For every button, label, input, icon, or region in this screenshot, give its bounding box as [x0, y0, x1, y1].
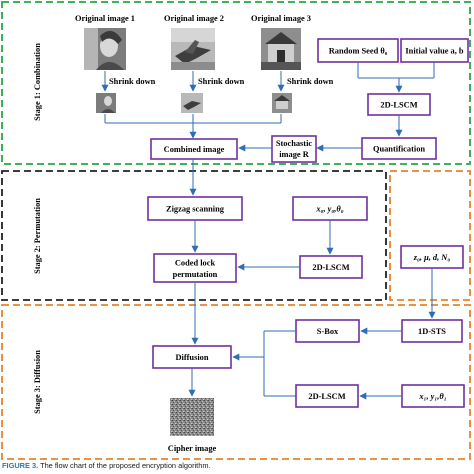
lscm-2d-label-stage1: 2D-LSCM [380, 101, 417, 110]
stochastic-label-line1: Stochastic [276, 139, 313, 148]
params-x1-label: x₁, y₁,θ₁ [418, 392, 446, 401]
sbox-label: S-Box [317, 327, 339, 336]
original-image-3-label: Original image 3 [251, 14, 311, 23]
stochastic-image-box [271, 135, 317, 163]
shrink-down-label-1: Shrink down [109, 77, 156, 86]
combined-image-box [150, 138, 238, 160]
stage-1-label: Stage 1: Combination [33, 43, 42, 121]
cipher-image [170, 398, 214, 436]
lscm-2d-label-stage2: 2D-LSCM [312, 263, 349, 272]
stage-3-container [1, 304, 471, 460]
zigzag-scanning-label: Zigzag scanning [166, 205, 225, 214]
original-image-1 [84, 28, 126, 70]
stage-2-container [1, 170, 387, 301]
stochastic-label-line2: image R [279, 150, 309, 159]
coded-lock-permutation-box [153, 253, 237, 283]
figure-number: FIGURE 3. [2, 461, 39, 470]
shrunk-image-2 [181, 93, 203, 113]
shrunk-image-1 [96, 93, 116, 113]
stage-3-label: Stage 3: Diffusion [33, 350, 42, 414]
diffusion-label: Diffusion [175, 353, 208, 362]
stage-3-outline-right [389, 170, 471, 301]
original-image-1-label: Original image 1 [75, 14, 135, 23]
random-seed-label: Random Seed θ₀ [329, 47, 388, 56]
stage-1-container [1, 1, 471, 165]
initial-value-label: Initial value a, b [405, 47, 464, 56]
original-image-2 [171, 28, 215, 70]
stage-2-label: Stage 2: Permutation [33, 198, 42, 274]
coded-lock-label-line1: Coded lock [175, 259, 216, 268]
original-image-3 [261, 28, 301, 70]
coded-lock-label-line2: permutation [173, 270, 218, 279]
shrunk-image-3 [272, 93, 292, 113]
quantification-label: Quantification [373, 145, 425, 154]
original-image-2-label: Original image 2 [164, 14, 224, 23]
lscm-2d-box-stage3 [295, 384, 359, 408]
params-x0-label: x₀, y₀,θ₀ [315, 205, 343, 214]
sts-1d-label: 1D-STS [418, 327, 446, 336]
lscm-2d-label-stage3: 2D-LSCM [308, 392, 345, 401]
cipher-image-label: Cipher image [168, 444, 217, 453]
figure-caption-text: The flow chart of the proposed encryptio… [40, 461, 211, 470]
params-z0-label: z₀, μ, d, N₀ [413, 253, 451, 262]
figure-caption: FIGURE 3. The flow chart of the proposed… [2, 461, 211, 470]
combined-image-label: Combined image [164, 145, 225, 154]
shrink-down-label-3: Shrink down [287, 77, 334, 86]
shrink-down-label-2: Shrink down [198, 77, 245, 86]
